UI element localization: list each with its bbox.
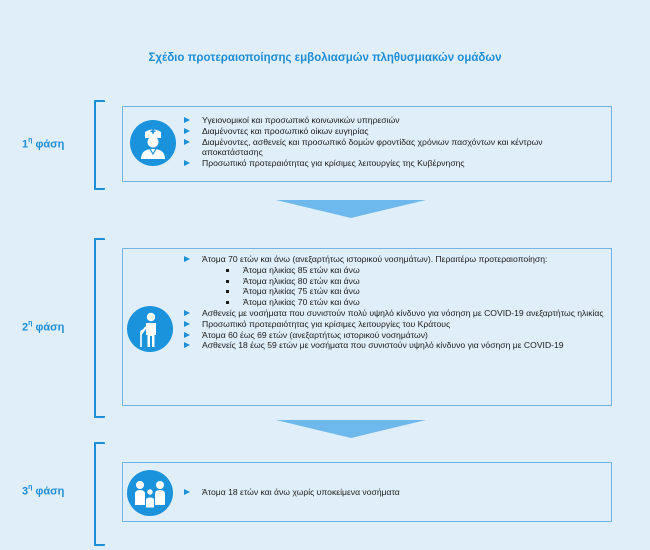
phase-3-superscript: η <box>28 484 33 491</box>
phase-2-word: φάση <box>35 321 65 334</box>
list-item: Άτομα 18 ετών και άνω χωρίς υποκείμενα ν… <box>183 487 400 498</box>
down-arrow-1 <box>276 200 426 218</box>
sub-list-item: Άτομα ηλικίας 85 ετών και άνω <box>224 265 607 276</box>
list-item: Άτομα 60 έως 69 ετών (ανεξαρτήτως ιστορι… <box>183 330 612 341</box>
list-item: Διαμένοντες, ασθενείς και προσωπικό δομώ… <box>183 137 582 159</box>
phase-3-bracket <box>94 442 105 546</box>
list-item-text: Άτομα 70 ετών και άνω (ανεξαρτήτως ιστορ… <box>202 254 548 264</box>
phase-2-number: 2 <box>22 321 29 334</box>
phase-1-number: 1 <box>22 138 29 151</box>
phase-2-list: Άτομα 70 ετών και άνω (ανεξαρτήτως ιστορ… <box>183 254 612 351</box>
phase-1-word: φάση <box>35 138 65 151</box>
phase-1-superscript: η <box>28 137 33 144</box>
list-item: Διαμένοντες και προσωπικό οίκων ευγηρίας <box>183 126 582 137</box>
phase-3-label: 3η φάση <box>22 484 92 498</box>
down-arrow-2 <box>276 420 426 438</box>
phase-2-superscript: η <box>28 320 33 327</box>
list-item: Προσωπικό προτεραιότητας για κρίσιμες λε… <box>183 319 612 330</box>
phase-2-box: Άτομα 70 ετών και άνω (ανεξαρτήτως ιστορ… <box>122 248 612 406</box>
diagram-title: Σχέδιο προτεραιοποίησης εμβολιασμών πληθ… <box>148 52 502 64</box>
list-item: Άτομα 70 ετών και άνω (ανεξαρτήτως ιστορ… <box>183 254 607 308</box>
phase-3-word: φάση <box>35 485 65 498</box>
phase-2-label: 2η φάση <box>22 320 92 334</box>
sub-list-item: Άτομα ηλικίας 80 ετών και άνω <box>224 276 607 287</box>
nurse-icon <box>130 120 176 166</box>
sub-list-item: Άτομα ηλικίας 70 ετών και άνω <box>224 297 607 308</box>
sub-list-item: Άτομα ηλικίας 75 ετών και άνω <box>224 286 607 297</box>
phase-1-bracket <box>94 100 105 190</box>
phase-2-bracket <box>94 238 105 418</box>
list-item: Προσωπικό προτεραιότητας για κρίσιμες λε… <box>183 158 582 169</box>
phase-1-label: 1η φάση <box>22 137 92 151</box>
phase-3-list: Άτομα 18 ετών και άνω χωρίς υποκείμενα ν… <box>183 487 400 498</box>
phase-1-box: Υγειονομικοί και προσωπικό κοινωνικών υπ… <box>122 106 612 182</box>
family-icon <box>127 470 173 516</box>
phase-3-number: 3 <box>22 485 29 498</box>
list-item: Υγειονομικοί και προσωπικό κοινωνικών υπ… <box>183 115 582 126</box>
sub-list: Άτομα ηλικίας 85 ετών και άνω Άτομα ηλικ… <box>202 265 607 308</box>
phase-3-box: Άτομα 18 ετών και άνω χωρίς υποκείμενα ν… <box>122 462 612 522</box>
phase-1-list: Υγειονομικοί και προσωπικό κοινωνικών υπ… <box>183 115 582 169</box>
list-item: Ασθενείς με νοσήματα που συνιστούν πολύ … <box>183 308 612 319</box>
list-item: Ασθενείς 18 έως 59 ετών με νοσήματα που … <box>183 340 612 351</box>
elderly-person-icon <box>127 306 173 352</box>
